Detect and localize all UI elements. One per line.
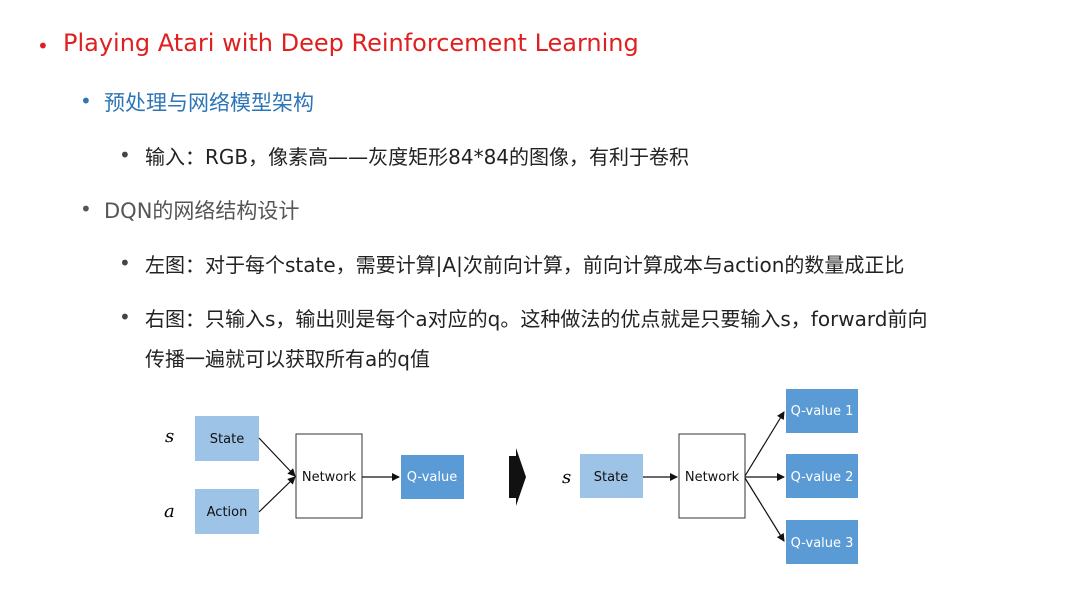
right-state-label: State xyxy=(594,470,628,485)
right-qvalue-3-box xyxy=(786,520,858,564)
point-right-figure: 右图：只输入s，输出则是每个a对应的q。这种做法的优点就是只要输入s，forwa… xyxy=(145,307,928,331)
point-3-bullet: • xyxy=(119,305,131,329)
left-action-label: Action xyxy=(207,505,248,520)
left-qvalue-box xyxy=(401,455,464,499)
right-state-box xyxy=(580,454,643,498)
left-network-box xyxy=(295,433,363,519)
section-1-bullet: • xyxy=(80,89,92,113)
right-qvalue-2-label: Q-value 2 xyxy=(791,470,854,485)
left-state-label: State xyxy=(210,432,244,447)
right-network-box xyxy=(678,433,746,519)
left-network-label: Network xyxy=(302,470,357,485)
arrow-network-to-q1 xyxy=(744,411,785,477)
right-qvalue-1-label: Q-value 1 xyxy=(791,404,854,419)
point-right-figure-cont: 传播一遍就可以获取所有a的q值 xyxy=(145,347,430,371)
section-2-heading: DQN的网络结构设计 xyxy=(104,199,300,223)
arrow-state-to-network xyxy=(258,437,296,477)
left-input-s-label: s xyxy=(165,426,174,447)
point-2-bullet: • xyxy=(119,251,131,275)
arrow-action-to-network xyxy=(258,476,296,513)
transition-arrow-icon xyxy=(509,448,526,506)
point-input: 输入：RGB，像素高——灰度矩形84*84的图像，有利于卷积 xyxy=(145,145,690,169)
left-qvalue-label: Q-value xyxy=(407,470,457,485)
section-2-bullet: • xyxy=(80,197,92,221)
point-1-bullet: • xyxy=(119,143,131,167)
right-input-s-label: s xyxy=(562,467,571,488)
left-input-a-label: a xyxy=(164,501,175,522)
right-qvalue-3-label: Q-value 3 xyxy=(791,536,854,551)
title-bullet: • xyxy=(37,34,49,58)
arrow-network-to-q3 xyxy=(744,477,785,542)
section-1-heading: 预处理与网络模型架构 xyxy=(104,91,314,115)
right-network-label: Network xyxy=(685,470,740,485)
point-left-figure: 左图：对于每个state，需要计算|A|次前向计算，前向计算成本与action的… xyxy=(145,253,905,277)
right-qvalue-1-box xyxy=(786,389,858,433)
slide-title: Playing Atari with Deep Reinforcement Le… xyxy=(63,29,639,57)
left-state-box xyxy=(195,416,259,461)
right-qvalue-2-box xyxy=(786,454,858,498)
left-action-box xyxy=(195,489,259,534)
